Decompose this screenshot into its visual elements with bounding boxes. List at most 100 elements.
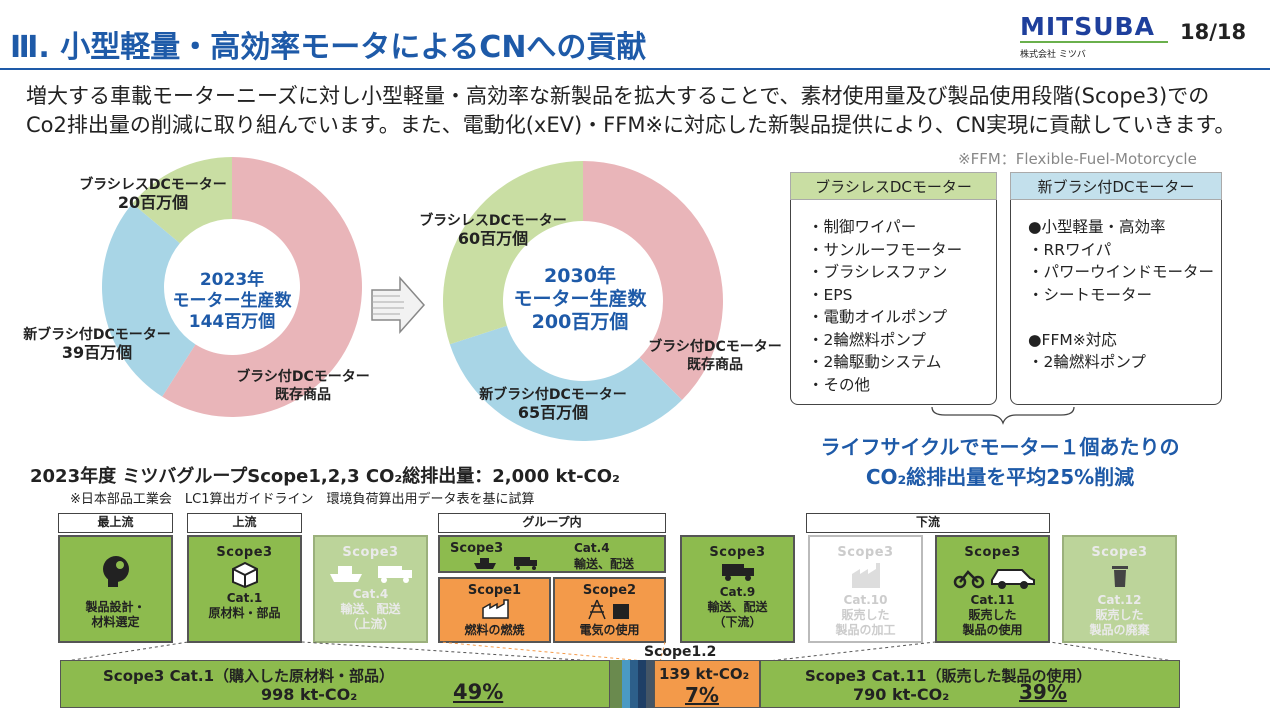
- stage-group: グループ内: [438, 513, 666, 533]
- box-icon: [231, 561, 258, 589]
- bar-small-segment: [630, 660, 638, 708]
- donut-2023-existing-label: ブラシ付DCモーター 既存商品: [228, 368, 378, 404]
- donut-slice: [442, 161, 583, 345]
- card-cat: Cat.10: [843, 593, 888, 607]
- newbrush-product-item: ・シートモーター: [1028, 285, 1153, 304]
- donut-2023-year: 2023年: [199, 270, 265, 290]
- card-desc-2: 製品の使用: [962, 623, 1023, 637]
- card-desc-1: 輸送、配送: [707, 600, 768, 614]
- truck-icon: [721, 564, 754, 581]
- power-tower-icon: [587, 599, 629, 620]
- intro-line-2: Co2排出量の削減に取り組んでいます。また、電動化(xEV)・FFM※に対応した…: [26, 113, 1236, 137]
- title-divider: [0, 68, 1270, 70]
- slice-name-2: 既存商品: [687, 357, 743, 373]
- card-scope: Scope1: [467, 583, 522, 598]
- card-cat: Cat.4: [352, 587, 389, 601]
- bldc-product-item: ・2輪燃料ポンプ: [808, 330, 926, 349]
- donut-2030-year: 2030年: [544, 265, 616, 287]
- bldc-product-item: ・その他: [808, 375, 871, 394]
- ship-truck-icon: [474, 557, 537, 570]
- donut-slice: [162, 157, 362, 417]
- donut-2030-center: 2030年 モーター生産数 200百万個: [505, 265, 655, 334]
- logo-subtitle: 株式会社 ミツバ: [1020, 50, 1086, 60]
- bar-small-segment: [622, 660, 630, 708]
- card-scope: Scope3: [709, 545, 766, 560]
- card-cat: Cat.12: [1097, 593, 1142, 607]
- bldc-box-header: ブラシレスDCモーター: [790, 172, 997, 200]
- card-scope: Scope3: [450, 541, 504, 556]
- donut-2030: [442, 161, 723, 441]
- bldc-product-item: ・2輪駆動システム: [808, 353, 942, 371]
- donut-2023-center: 2023年 モーター生産数 144百万個: [162, 270, 302, 333]
- factory-icon: [851, 563, 880, 588]
- card-scope2: Scope2 電気の使用: [553, 577, 666, 643]
- card-cat: Cat.1: [226, 591, 263, 605]
- donut-2023-total: 144百万個: [188, 312, 276, 332]
- donut-2030-bldc-label: ブラシレスDCモーター 60百万個: [418, 212, 568, 248]
- card-desc-2: 製品の加工: [835, 623, 896, 637]
- bldc-product-item: ・制御ワイパー: [808, 218, 917, 236]
- donut-2030-subtitle: モーター生産数: [513, 288, 647, 310]
- card-scope: Scope2: [582, 583, 637, 598]
- bar-cat1: Scope3 Cat.1（購入した原材料・部品） 998 kt-CO₂ 49%: [60, 660, 610, 708]
- card-cat1: Scope3 Cat.1 原材料・部品: [187, 535, 302, 643]
- newbrush-product-item: ・RRワイパ: [1028, 240, 1112, 259]
- motorcycle-car-icon: [953, 569, 1035, 589]
- card-line-1: 製品設計・: [85, 600, 146, 614]
- card-desc-2: （下流）: [713, 615, 762, 629]
- bar-cat11-pct: 39%: [1019, 680, 1067, 704]
- donut-slice: [583, 161, 723, 400]
- newbrush-product-item: ・パワーウインドモーター: [1028, 263, 1215, 281]
- slice-value: 65百万個: [517, 403, 589, 422]
- donut-slice: [449, 325, 682, 441]
- conclusion-line-1: ライフサイクルでモーター１個あたりの: [820, 435, 1180, 459]
- bar-cat1-pct: 49%: [453, 680, 504, 704]
- bar-cat1-value: 998 kt-CO₂: [261, 685, 358, 704]
- stage-upstream: 上流: [187, 513, 302, 533]
- donut-2030-newbrush-label: 新ブラシ付DCモーター 65百万個: [478, 386, 628, 422]
- newbrush-product-list: ●小型軽量・高効率・RRワイパ・パワーウインドモーター・シートモーター ●FFM…: [1028, 216, 1214, 374]
- conclusion-line-2: CO₂総排出量を平均25%削減: [865, 465, 1135, 489]
- bar-cat11-value: 790 kt-CO₂: [853, 685, 950, 704]
- stage-most-upstream: 最上流: [58, 513, 173, 533]
- bar-scope12: 139 kt-CO₂ 7%: [654, 660, 760, 708]
- card-scope: Scope3: [837, 545, 894, 560]
- slice-name: 新ブラシ付DCモーター: [479, 387, 627, 403]
- bar-scope12-pct: 7%: [685, 683, 719, 707]
- donut-2023-bldc-label: ブラシレスDCモーター 20百万個: [78, 176, 228, 212]
- card-cat: Cat.11: [970, 593, 1015, 607]
- bar-cat11-label: Scope3 Cat.11（販売した製品の使用）: [805, 667, 1092, 685]
- newbrush-product-item: [1028, 306, 1214, 329]
- donut-slice: [132, 157, 232, 244]
- newbrush-product-item: ・2輪燃料ポンプ: [1028, 353, 1146, 371]
- newbrush-product-item: ●FFM※対応: [1028, 330, 1117, 349]
- card-desc-1: 販売した: [841, 608, 890, 622]
- emissions-note: ※日本部品工業会 LC1算出ガイドライン 環境負荷算出用データ表を基に試算: [70, 492, 535, 507]
- ship-truck-icon: [329, 566, 412, 583]
- company-logo: MITSUBA: [1020, 12, 1155, 41]
- card-cat4-upstream: Scope3 Cat.4 輸送、配送 （上流）: [313, 535, 428, 643]
- card-cat: Cat.4: [574, 541, 610, 555]
- card-cat12: Scope3 Cat.12 販売した 製品の廃棄: [1062, 535, 1177, 643]
- card-cat4-group: Scope3 Cat.4 輸送、配送: [438, 535, 666, 573]
- connector-lines: [59, 641, 1181, 663]
- stage-downstream: 下流: [806, 513, 1050, 533]
- intro-line-1: 増大する車載モーターニーズに対し小型軽量・高効率な新製品を拡大することで、素材使…: [26, 84, 1210, 108]
- slice-name-2: 既存商品: [275, 387, 331, 403]
- card-line-2: 材料選定: [91, 615, 140, 629]
- slice-name: 新ブラシ付DCモーター: [23, 327, 171, 343]
- card-scope: Scope3: [342, 545, 399, 560]
- trash-icon: [1111, 566, 1128, 587]
- card-cat: Cat.9: [719, 585, 756, 599]
- donut-slice: [101, 203, 196, 397]
- card-desc-1: 販売した: [1095, 608, 1144, 622]
- donut-2023: [101, 157, 362, 417]
- slice-name: ブラシレスDCモーター: [79, 177, 227, 193]
- bldc-product-item: ・EPS: [808, 285, 853, 304]
- donut-2023-subtitle: モーター生産数: [172, 291, 292, 311]
- right-arrow-icon: [371, 276, 426, 334]
- bldc-product-list: ・制御ワイパー・サンルーフモーター・ブラシレスファン・EPS・電動オイルポンプ・…: [808, 216, 962, 396]
- bar-small-segment: [610, 660, 622, 708]
- factory-icon: [481, 599, 509, 619]
- donut-charts: [101, 157, 723, 441]
